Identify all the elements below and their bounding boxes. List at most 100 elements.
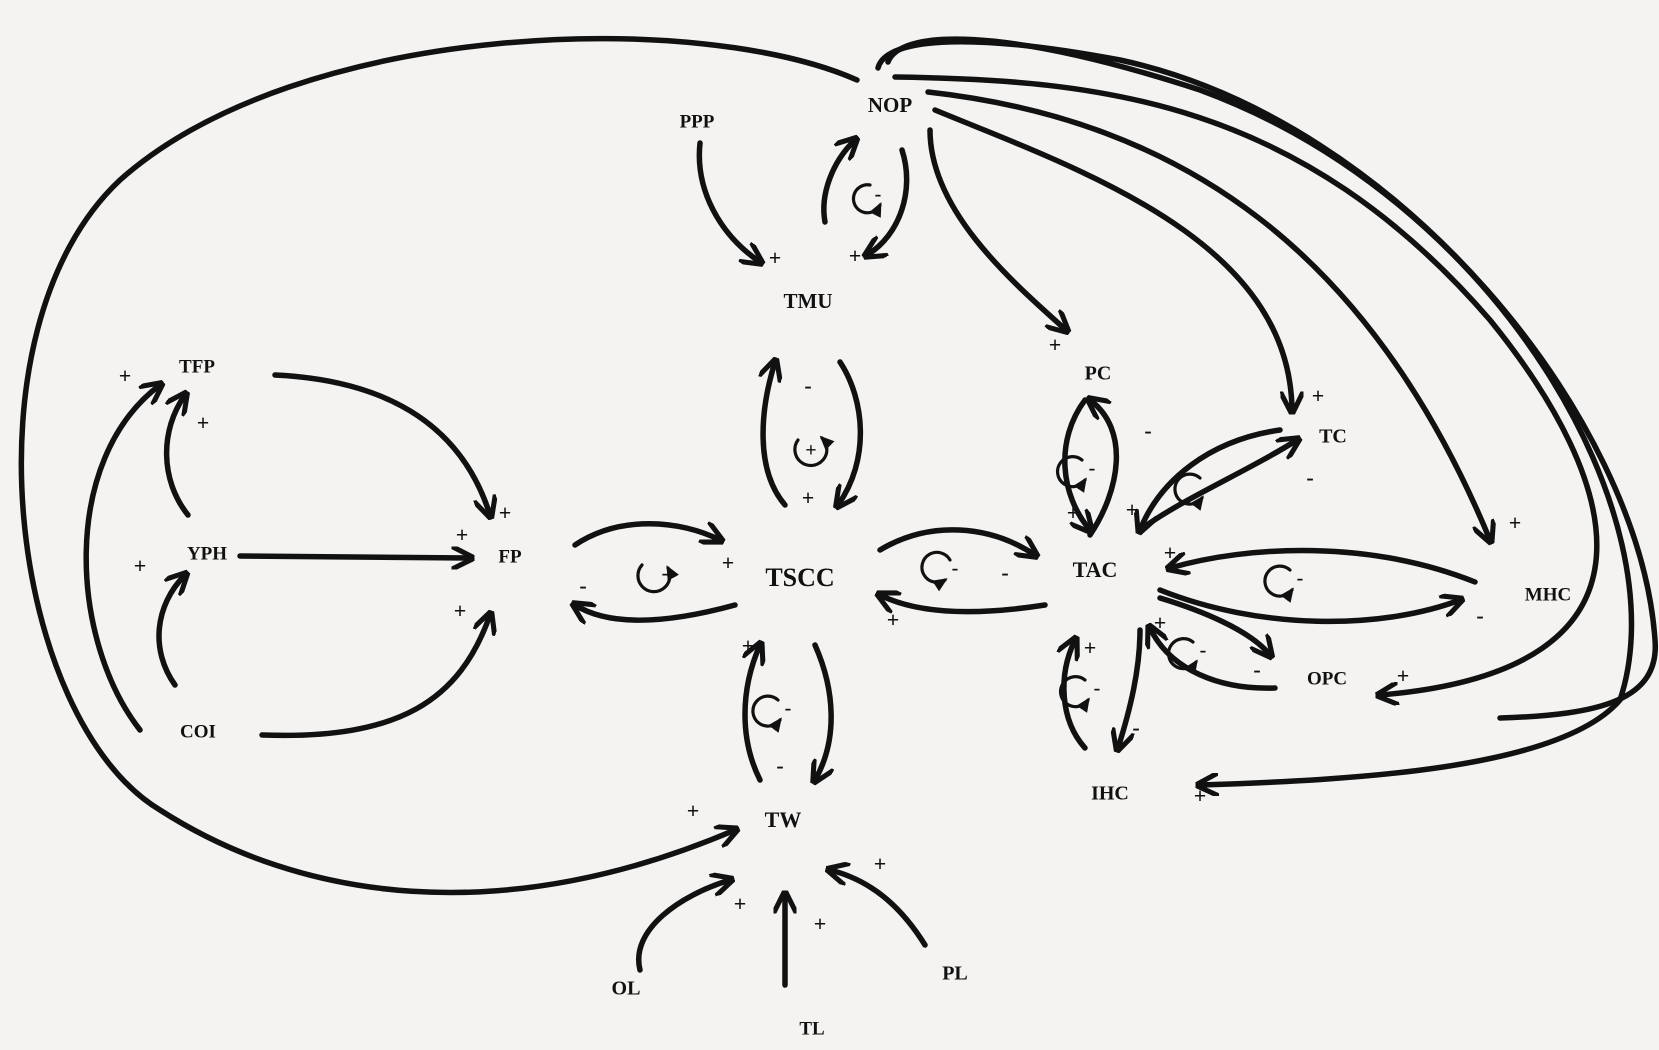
- svg-text:-: -: [952, 558, 959, 580]
- loop-marker-tscc-tac: -: [920, 550, 959, 592]
- polarity-tac-ihc: -: [1132, 715, 1139, 740]
- polarity-nop-opc: +: [1397, 663, 1410, 688]
- node-pl: PL: [942, 963, 968, 985]
- link-nop-opc: [892, 74, 1600, 695]
- polarity-nop-tw: +: [687, 798, 700, 823]
- polarity-coi-fp: +: [454, 598, 467, 623]
- link-ihc-tac: [1064, 640, 1088, 751]
- polarity-nop-tmu: +: [849, 243, 862, 268]
- link-tscc-tac: [877, 527, 1035, 555]
- node-tl: TL: [799, 1018, 824, 1039]
- node-mhc: MHC: [1525, 584, 1571, 605]
- polarity-tscc-tmu: +: [802, 485, 815, 510]
- edges: [18, 35, 1658, 988]
- link-tac-opc: [1157, 595, 1270, 655]
- link-ol-tw: [635, 880, 730, 973]
- link-tscc-tw: [815, 642, 831, 780]
- polarity-tac-tscc: +: [887, 607, 900, 632]
- node-fp: FP: [498, 546, 522, 567]
- nodes: NOP PPP TMU TFP YPH COI FP TSCC TAC PC T…: [179, 93, 1571, 1040]
- polarity-signs: + + + + + + + + - + + + + + + + + - - + …: [119, 243, 1522, 936]
- polarity-coi-yph: +: [134, 553, 147, 578]
- link-tc-tac: [1140, 427, 1283, 530]
- link-nop-tc: [932, 107, 1292, 410]
- link-coi-yph: [156, 575, 185, 688]
- link-nop-tw: [18, 35, 860, 896]
- polarity-ppp-tmu: +: [769, 245, 782, 270]
- polarity-mhc-tac: +: [1164, 540, 1177, 565]
- node-ppp: PPP: [680, 111, 715, 132]
- link-tac-tc: [1137, 440, 1297, 533]
- link-nop-mhc: [925, 89, 1490, 540]
- svg-text:-: -: [1089, 458, 1096, 480]
- svg-text:-: -: [875, 184, 882, 206]
- svg-text:-: -: [785, 698, 792, 720]
- svg-text:-: -: [1200, 640, 1207, 662]
- node-opc: OPC: [1307, 668, 1347, 689]
- svg-text:-: -: [1094, 678, 1101, 700]
- link-nop-pc: [927, 127, 1066, 330]
- link-tw-tscc: [745, 645, 760, 783]
- node-tw: TW: [765, 807, 802, 832]
- polarity-nop-mhc: +: [1509, 510, 1522, 535]
- polarity-tscc-fp: -: [579, 573, 586, 598]
- svg-text:+: +: [805, 440, 816, 462]
- loop-marker-fp-tscc: -: [636, 563, 679, 594]
- polarity-tac-pc: -: [1144, 418, 1151, 443]
- link-pc-tac: [1062, 397, 1090, 530]
- link-tscc-fp: [575, 605, 738, 620]
- polarity-nop-tc: +: [1312, 383, 1325, 408]
- polarity-opc-tac: +: [1154, 610, 1167, 635]
- polarity-nop-ihc: +: [1194, 783, 1207, 808]
- polarity-tscc-tw: -: [776, 753, 783, 778]
- loop-marker-tac-opc: -: [1166, 637, 1207, 675]
- polarity-fp-tscc: +: [722, 550, 735, 575]
- loop-markers: - + - - - - - -: [636, 183, 1304, 733]
- link-yph-fp: [237, 556, 470, 558]
- polarity-tfp-fp: +: [499, 500, 512, 525]
- node-ihc: IHC: [1091, 783, 1129, 805]
- svg-text:-: -: [1207, 476, 1214, 498]
- link-pl-tw: [830, 870, 928, 948]
- link-tfp-fp: [272, 372, 490, 515]
- link-nop-outer-line: [875, 39, 1658, 721]
- polarity-yph-fp: +: [456, 522, 469, 547]
- polarity-tac-tc: -: [1306, 465, 1313, 490]
- loop-marker-tmu-tscc: +: [793, 435, 835, 468]
- polarity-tmu-tscc: -: [804, 373, 811, 398]
- polarity-tl-tw: +: [814, 911, 827, 936]
- polarity-yph-tfp: +: [197, 410, 210, 435]
- svg-text:-: -: [662, 563, 669, 585]
- polarity-tscc-tac: -: [1001, 560, 1008, 585]
- loop-marker-nop-tmu: -: [851, 183, 882, 218]
- loop-marker-tac-mhc: -: [1263, 564, 1304, 603]
- node-tc: TC: [1319, 426, 1347, 448]
- node-pc: PC: [1085, 363, 1112, 385]
- polarity-ol-tw: +: [734, 891, 747, 916]
- link-tscc-tmu: [763, 362, 788, 508]
- link-tac-ihc: [1118, 627, 1143, 748]
- link-tmu-nop: [821, 140, 855, 225]
- loop-marker-tac-tc: -: [1173, 472, 1214, 511]
- link-fp-tscc: [572, 521, 720, 548]
- node-tscc: TSCC: [765, 563, 834, 592]
- loop-marker-tac-pc: -: [1055, 455, 1096, 493]
- link-coi-tfp: [83, 385, 160, 733]
- link-ppp-tmu: [696, 140, 760, 262]
- polarity-tw-tscc: +: [742, 633, 755, 658]
- node-ol: OL: [612, 978, 641, 1000]
- polarity-nop-pc: +: [1049, 332, 1062, 357]
- polarity-tac-opc: -: [1253, 657, 1260, 682]
- link-nop-tmu: [867, 147, 910, 255]
- link-tac-pc: [1090, 400, 1120, 538]
- link-coi-fp: [259, 615, 490, 739]
- link-yph-tfp: [163, 395, 191, 518]
- polarity-pc-tac: +: [1067, 500, 1080, 525]
- polarity-tac-mhc: -: [1476, 603, 1483, 628]
- svg-text:-: -: [1297, 568, 1304, 590]
- loop-marker-tac-ihc: -: [1058, 675, 1101, 713]
- node-tac: TAC: [1073, 557, 1118, 582]
- node-coi: COI: [180, 721, 216, 742]
- polarity-tc-tac: +: [1126, 497, 1139, 522]
